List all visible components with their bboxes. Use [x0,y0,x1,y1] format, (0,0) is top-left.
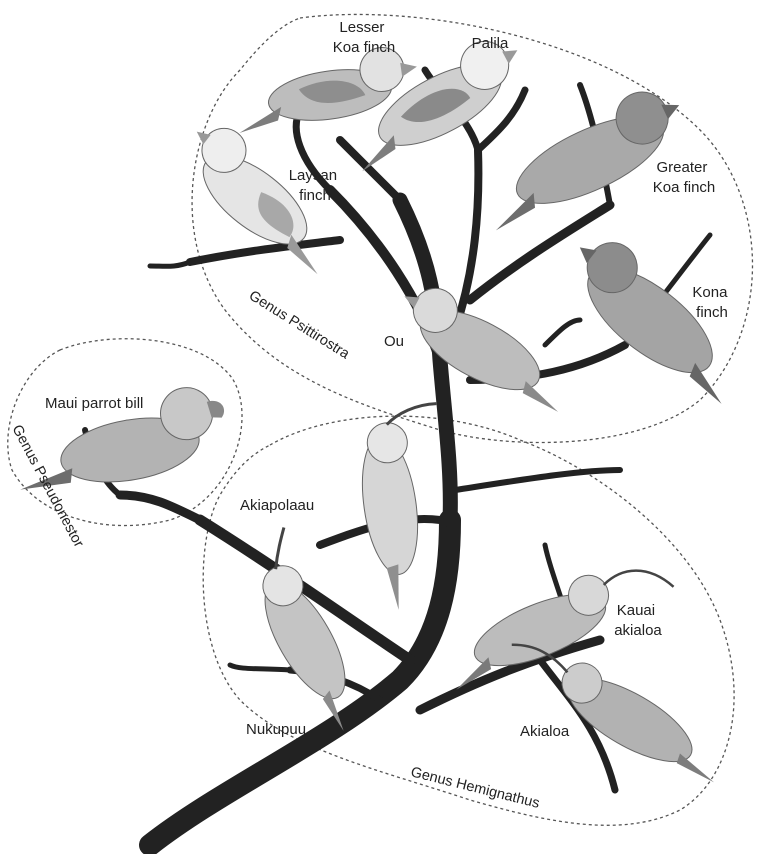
label-kauai-akialoa: Kauai akialoa [614,602,662,639]
label-greater-koa-finch: Greater Koa finch [653,159,716,196]
label-maui-parrot-bill: Maui parrot bill [45,395,143,412]
bird-kona-finch [551,225,761,412]
bird-greater-koa-finch [468,78,697,236]
label-akiapolaau: Akiapolaau [240,497,314,514]
label-akialoa: Akialoa [520,723,570,740]
label-ou: Ou [384,333,404,350]
label-lesser-koa-finch: Lesser Koa finch [333,19,396,56]
label-kona-finch: Kona finch [692,284,731,321]
label-nukupuu: Nukupuu [246,721,306,738]
label-genus-psittirostra: Genus Psittirostra [246,288,353,363]
label-palila: Palila [472,35,509,52]
label-genus-hemignathus: Genus Hemignathus [409,764,541,812]
